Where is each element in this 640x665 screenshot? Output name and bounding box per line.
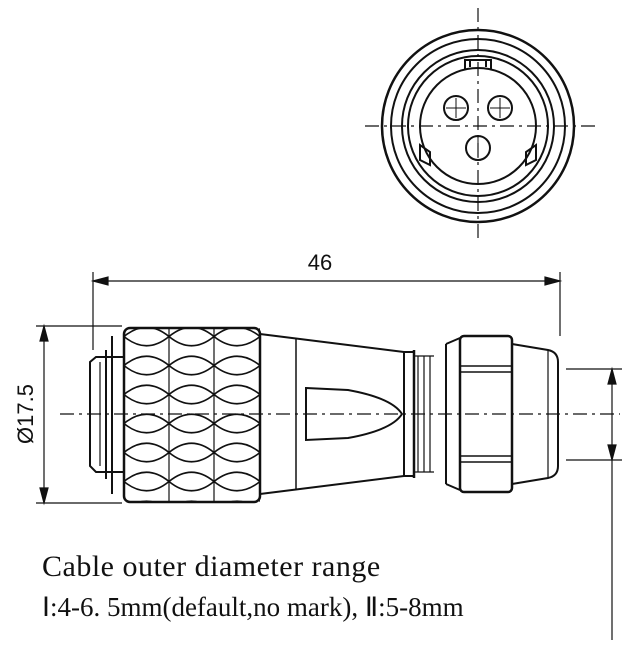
knurl-diamond (212, 328, 260, 347)
knurl-diamond (212, 355, 260, 376)
knurl-diamond (124, 328, 171, 347)
knurl-diamond (167, 442, 216, 463)
end-view-pin-2 (487, 95, 513, 121)
end-view-insert (419, 67, 537, 185)
knurl-diamond (182, 500, 201, 502)
alignment-arrow-marker (305, 386, 404, 442)
length-dimension (90, 272, 563, 350)
knurl-diamond (167, 471, 216, 492)
knurl-diamond (124, 413, 171, 434)
end-view-ring-2 (390, 38, 566, 214)
end-view-pin-3 (465, 135, 491, 161)
cable-range-dimension (566, 366, 622, 640)
diameter-dimension-label: Ø17.5 (13, 384, 38, 444)
end-view (365, 8, 596, 242)
end-view-pin-1 (443, 95, 469, 121)
knurl-diamond (212, 442, 260, 463)
knurl-diamond (212, 413, 260, 434)
knurl-diamond (167, 328, 216, 347)
cable-range-caption-title: Cable outer diameter range (42, 550, 381, 583)
knurl-diamond (167, 384, 216, 405)
knurl-diamond (212, 384, 260, 405)
knurl-diamond (124, 355, 171, 376)
end-view-ring-3 (401, 49, 555, 203)
knurl-diamond (212, 471, 260, 492)
end-view-outer-ring (380, 28, 576, 224)
end-view-latch-left (419, 143, 431, 167)
end-view-latch-right (525, 143, 537, 167)
knurl-diamond (137, 500, 156, 502)
knurl-diamond (124, 442, 171, 463)
knurl-diamond (167, 355, 216, 376)
diameter-dimension (36, 323, 122, 506)
knurl-pattern (124, 328, 260, 502)
knurl-diamond (167, 413, 216, 434)
cable-range-caption-values: Ⅰ:4-6. 5mm(default,no mark), Ⅱ:5-8mm (42, 592, 464, 622)
side-view (60, 326, 620, 504)
length-dimension-label: 46 (308, 250, 332, 275)
knurl-diamond (124, 471, 171, 492)
end-view-key-top (464, 59, 492, 70)
knurl-diamond (124, 384, 171, 405)
end-view-ring-4 (407, 55, 549, 197)
knurl-diamond (227, 500, 247, 502)
